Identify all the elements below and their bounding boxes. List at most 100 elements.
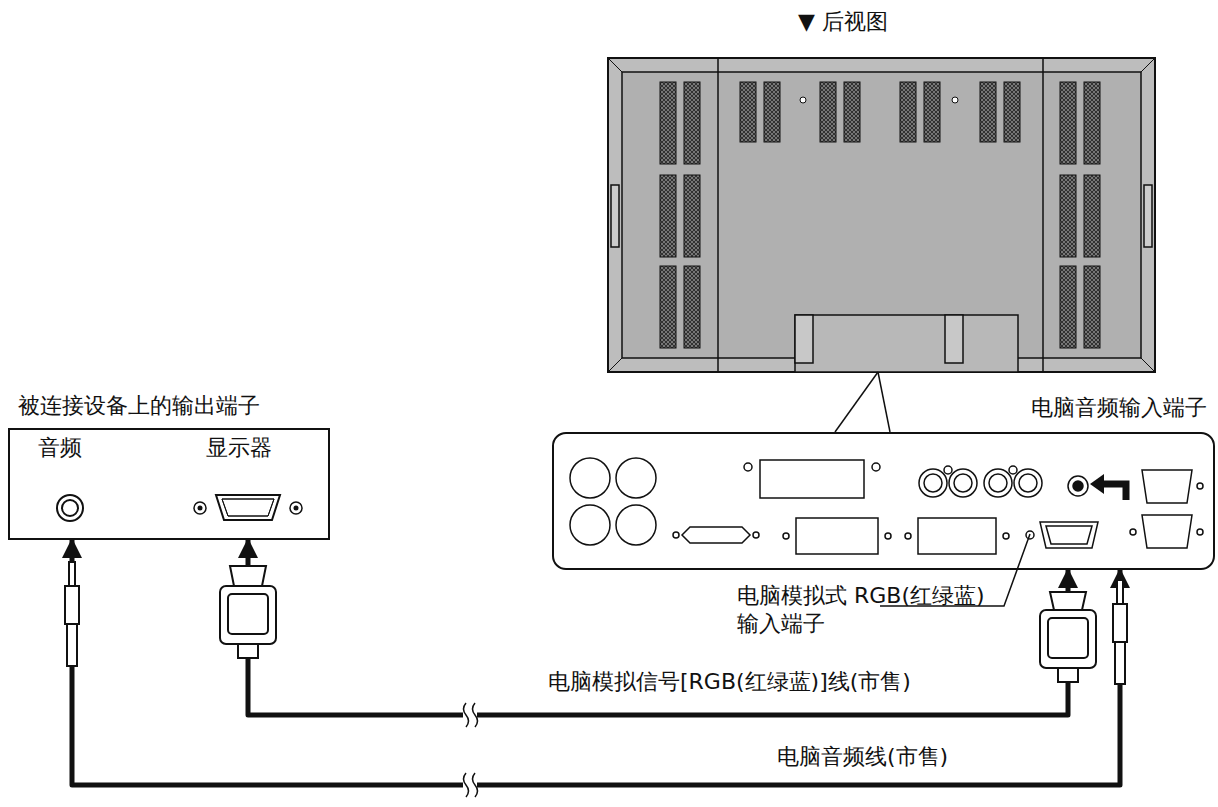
cable-label: 电脑音频线(市售)	[774, 743, 951, 771]
drawing-stroke	[1073, 481, 1083, 491]
terminal-panel-ports	[570, 458, 1203, 554]
drawing-stroke	[984, 469, 1012, 497]
terminal-label: 显示器	[206, 434, 272, 462]
drawing-stroke	[796, 518, 878, 554]
drawing-stroke	[660, 82, 1100, 348]
drawing-stroke	[1050, 592, 1086, 610]
drawing-stroke	[194, 502, 206, 514]
drawing-stroke	[684, 266, 700, 348]
drawing-stroke	[1104, 484, 1126, 500]
drawing-stroke	[1058, 668, 1078, 682]
drawing-stroke	[783, 533, 789, 539]
drawing-stroke	[684, 82, 700, 164]
audio-plug	[1113, 580, 1127, 684]
drawing-stroke	[1084, 175, 1100, 257]
drawing-stroke	[660, 266, 676, 348]
monitor-back	[608, 58, 1155, 372]
drawing-stroke	[1040, 522, 1098, 548]
drawing-stroke	[744, 463, 752, 471]
insert-arrow	[1090, 474, 1126, 500]
drawing-stroke	[1060, 82, 1076, 164]
drawing-stroke	[464, 773, 478, 797]
drawing-stroke	[1130, 529, 1136, 535]
drawing-stroke	[844, 82, 860, 142]
drawing-stroke	[949, 469, 977, 497]
drawing-stroke	[570, 505, 610, 545]
drawing-stroke	[924, 474, 942, 492]
node-heading: ▼ 后视图	[798, 8, 888, 36]
drawing-stroke	[62, 500, 78, 516]
drawing-stroke	[65, 586, 79, 624]
drawing-stroke	[222, 499, 274, 516]
drawing-stroke	[1084, 266, 1100, 348]
drawing-stroke	[1019, 474, 1037, 492]
drawing-stroke	[1113, 604, 1127, 642]
audio-plug	[65, 562, 79, 666]
drawing-stroke	[1060, 266, 1076, 348]
drawing-stroke	[980, 82, 996, 142]
drawing-stroke	[795, 315, 1018, 372]
drawing-stroke	[753, 532, 759, 538]
drawing-stroke	[1040, 610, 1096, 668]
drawing-stroke	[740, 82, 756, 142]
drawing-stroke	[1117, 580, 1123, 604]
drawing-stroke	[1142, 470, 1192, 503]
drawing-stroke	[1141, 58, 1155, 72]
cable-label: 电脑模拟信号[RGB(红绿蓝)]线(市售)	[545, 668, 914, 696]
drawing-stroke	[216, 495, 280, 520]
drawing-stroke	[67, 624, 77, 666]
break-mark	[463, 703, 478, 797]
drawing-stroke	[1048, 618, 1088, 658]
drawing-stroke	[717, 58, 719, 372]
drawing-stroke	[1003, 533, 1009, 539]
drawing-stroke	[835, 372, 878, 432]
rgb-cable	[248, 540, 1068, 715]
drawing-stroke	[945, 315, 963, 363]
drawing-stroke	[954, 474, 972, 492]
drawing-stroke	[616, 505, 656, 545]
drawing-stroke	[760, 460, 864, 498]
drawing-stroke	[1060, 175, 1076, 257]
drawing-stroke	[682, 527, 750, 543]
drawing-stroke	[660, 175, 676, 257]
vga-plug	[220, 566, 276, 658]
drawing-stroke	[220, 586, 276, 644]
drawing-stroke	[800, 97, 806, 103]
drawing-stroke	[1197, 529, 1203, 535]
audio-cable	[72, 540, 1120, 785]
drawing-stroke	[918, 518, 996, 554]
drawing-stroke	[1014, 469, 1042, 497]
device-terminals	[57, 495, 302, 521]
drawing-stroke	[608, 58, 622, 72]
drawing-stroke	[885, 533, 891, 539]
drawing-stroke	[198, 506, 203, 511]
drawing-stroke	[1084, 82, 1100, 164]
drawing-stroke	[1068, 476, 1088, 496]
drawing-stroke	[228, 594, 268, 634]
drawing-stroke	[944, 466, 952, 474]
drawing-stroke	[795, 315, 813, 363]
drawing-stroke	[1090, 474, 1104, 494]
drawing-stroke	[1046, 526, 1092, 544]
terminal-panel: 电脑音频输入端子电脑模拟式 RGB(红绿蓝)输入端子	[552, 432, 1215, 570]
drawing-stroke	[1042, 58, 1044, 372]
drawing-stroke	[820, 82, 836, 142]
drawing-stroke	[294, 506, 299, 511]
drawing-stroke	[1009, 466, 1017, 474]
node-heading: 电脑音频输入端子	[1031, 394, 1207, 422]
drawing-stroke	[608, 58, 1155, 372]
drawing-stroke	[1197, 483, 1203, 489]
drawing-stroke	[570, 458, 610, 498]
terminal-label: 音频	[38, 434, 82, 462]
monitor-back-view: ▼ 后视图	[608, 58, 1155, 372]
drawing-stroke	[290, 502, 302, 514]
drawing-stroke	[989, 474, 1007, 492]
vga-plug	[1040, 592, 1096, 682]
drawing-stroke	[230, 566, 266, 586]
output-device-box: 被连接设备上的输出端子音频显示器	[8, 428, 330, 540]
drawing-stroke	[1144, 185, 1152, 247]
node-heading: 被连接设备上的输出端子	[18, 392, 260, 420]
terminal-label: 电脑模拟式 RGB(红绿蓝)输入端子	[737, 582, 997, 637]
drawing-stroke	[616, 458, 656, 498]
drawing-stroke	[878, 372, 890, 432]
